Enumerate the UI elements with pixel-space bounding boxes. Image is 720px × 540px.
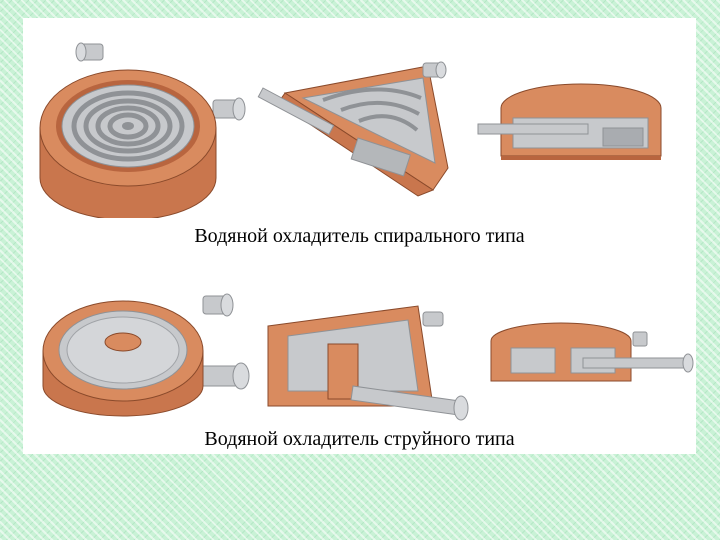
spiral-illustrations [23,18,696,218]
jet-illustrations [23,276,696,426]
jet-cooler-icon [42,293,250,417]
spiral-caption: Водяной охладитель спирального типа [194,225,525,247]
slide-card: Водяной охладитель спирального типа [23,18,696,454]
spiral-cooler-section-icon [477,83,662,160]
spiral-cooler-icon [39,42,246,218]
jet-caption: Водяной охладитель струйного типа [204,428,515,450]
jet-cooler-cutaway-icon [267,305,469,421]
jet-cooler-section-icon [490,322,694,382]
spiral-cooler-cutaway-icon [257,61,449,197]
